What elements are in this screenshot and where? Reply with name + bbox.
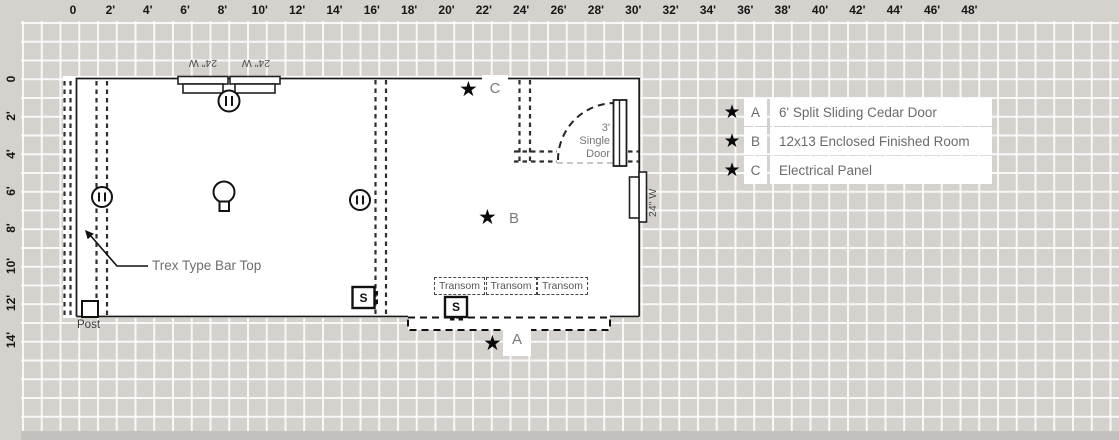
marker-c-letter[interactable]: C [482, 75, 508, 102]
ruler-top-label: 24' [513, 3, 530, 17]
ruler-top-label: 38' [774, 3, 791, 17]
switch-1-label[interactable]: S [359, 290, 368, 305]
light-fixture[interactable] [212, 180, 236, 212]
marker-b-star-icon[interactable]: ★ [478, 206, 497, 229]
outlet-left[interactable] [91, 186, 113, 208]
ruler-left-label: 0 [4, 75, 18, 83]
legend-c-description: Electrical Panel [770, 156, 992, 184]
ruler-top-label: 8' [217, 3, 228, 17]
marker-a-letter[interactable]: A [503, 322, 531, 356]
ruler-top-label: 16' [363, 3, 380, 17]
single-door-label: 3' Single Door [566, 122, 610, 161]
single-door-panel[interactable] [612, 99, 628, 167]
legend-a-letter: A [744, 98, 767, 126]
legend-row-a[interactable]: ★ A 6' Split Sliding Cedar Door [721, 98, 992, 126]
ruler-left-label: 6' [4, 186, 18, 196]
ruler-top-label: 34' [699, 3, 717, 17]
single-door-label-line2: Single [579, 135, 610, 147]
outlet-top[interactable] [217, 89, 241, 113]
window-top-2[interactable] [229, 75, 281, 94]
ruler-top-label: 40' [811, 3, 829, 17]
window-top-1[interactable] [177, 75, 229, 94]
switch-2-label[interactable]: S [451, 300, 460, 314]
marker-c-star-icon[interactable]: ★ [459, 78, 478, 101]
legend-a-star-icon: ★ [723, 101, 741, 123]
ruler-top-label: 46' [923, 3, 941, 17]
ruler-top-label: 6' [180, 3, 190, 17]
ruler-top-label: 42' [849, 3, 866, 17]
ruler-left-label: 12' [4, 294, 18, 312]
ruler-top-label: 32' [662, 3, 679, 17]
ruler-left-label: 2' [4, 111, 18, 122]
ruler-top-label: 44' [886, 3, 903, 17]
ruler-top-label: 4' [142, 3, 153, 17]
legend-c-star-icon: ★ [723, 159, 741, 181]
ruler-top-label: 0 [69, 3, 77, 17]
ruler-top-label: 30' [625, 3, 642, 17]
planned-walls[interactable] [63, 80, 640, 316]
single-door-label-line3: Door [586, 148, 610, 160]
switch-box-2[interactable] [443, 295, 469, 321]
window-right[interactable] [628, 171, 648, 223]
transom-window-1[interactable]: Transom [434, 277, 485, 295]
ruler-top-label: 12' [288, 3, 306, 17]
ruler-top-label: 20' [438, 3, 455, 17]
bar-top-label[interactable]: Trex Type Bar Top [152, 258, 262, 273]
ruler-left-label: 4' [4, 148, 18, 159]
marker-b-letter[interactable]: B [500, 204, 528, 232]
post-label: Post [77, 319, 101, 331]
ruler-top-label: 36' [737, 3, 754, 17]
bottom-edge-band [0, 431, 1119, 440]
ruler-top-label: 28' [587, 3, 604, 17]
door-swing-arc [557, 102, 616, 161]
legend-row-c[interactable]: ★ C Electrical Panel [721, 156, 992, 184]
ruler-top-label: 18' [401, 3, 418, 17]
switch-box-1[interactable] [351, 285, 379, 310]
legend-c-letter: C [744, 156, 767, 184]
ruler-left-label: 8' [4, 223, 18, 234]
legend-b-letter: B [744, 127, 767, 155]
post-symbol[interactable] [81, 300, 99, 318]
legend-a-description: 6' Split Sliding Cedar Door [770, 98, 992, 126]
ruler-top-label: 2' [105, 3, 116, 17]
window-width-label-1: 24" W [188, 57, 218, 69]
legend-b-description: 12x13 Enclosed Finished Room [770, 127, 992, 155]
ruler-top-label: 48' [961, 3, 978, 17]
marker-a-star-icon[interactable]: ★ [483, 332, 502, 355]
ruler-top-label: 14' [326, 3, 343, 17]
legend-row-b[interactable]: ★ B 12x13 Enclosed Finished Room [721, 127, 992, 155]
transom-window-3[interactable]: Transom [537, 277, 588, 295]
single-door-label-line1: 3' [601, 122, 610, 134]
transom-window-2[interactable]: Transom [485, 277, 537, 295]
window-width-label-right: 24" W [647, 188, 659, 217]
legend-b-star-icon: ★ [723, 130, 741, 152]
ruler-left-label: 14' [4, 332, 18, 349]
window-width-label-2: 24" W [241, 57, 271, 69]
ruler-top-label: 26' [550, 3, 567, 17]
ruler-top-label: 22' [475, 3, 492, 17]
ruler-top: 0 2' 4' 6' 8' 10' 12' 14' 16' 18' 20' 22' 24' 26' 28' 3… [0, 0, 1119, 21]
bar-top-arrow [85, 230, 148, 267]
ruler-left-label: 10' [4, 257, 18, 274]
ruler-left: 0 2' 4' 6' 8' 10' 12' 14' [0, 0, 21, 440]
outlet-middle[interactable] [349, 189, 371, 211]
ruler-top-label: 10' [251, 3, 268, 17]
